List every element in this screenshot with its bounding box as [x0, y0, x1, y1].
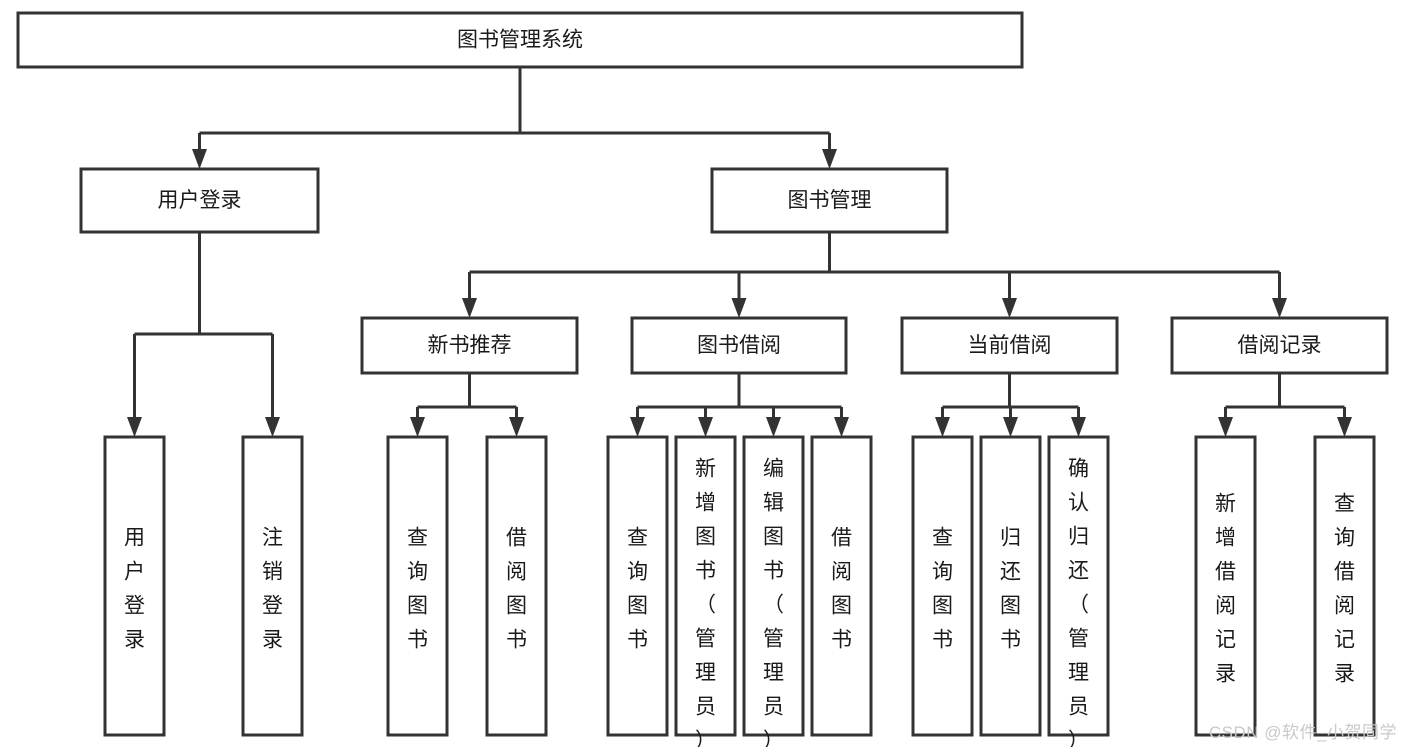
node-label-vertical: 用户登录 [124, 527, 145, 652]
node-l_nb_borrow[interactable]: 借阅图书 [485, 435, 548, 737]
node-n_records[interactable]: 借阅记录 [1170, 316, 1389, 375]
node-label-vertical: 借阅图书 [831, 527, 852, 652]
node-l_user_login[interactable]: 用户登录 [103, 435, 166, 737]
arrow-head-icon [462, 298, 477, 318]
arrow-head-icon [698, 417, 713, 437]
node-root[interactable]: 图书管理系统 [16, 11, 1024, 69]
node-label-vertical: 注销登录 [262, 527, 283, 652]
node-box[interactable] [360, 316, 579, 375]
node-n_current[interactable]: 当前借阅 [900, 316, 1119, 375]
node-label-vertical: 查询图书 [407, 527, 428, 652]
node-label-vertical: 新增借阅记录 [1215, 493, 1236, 686]
arrow-head-icon [822, 149, 837, 169]
node-box[interactable] [485, 435, 548, 737]
node-box[interactable] [606, 435, 669, 737]
node-box[interactable] [979, 435, 1042, 737]
node-l_nb_query[interactable]: 查询图书 [386, 435, 449, 737]
node-l_cb_confirm[interactable]: 确认归还（管理员） [1047, 435, 1110, 747]
arrow-head-icon [410, 417, 425, 437]
node-box[interactable] [1194, 435, 1257, 737]
node-label-vertical: 借阅图书 [506, 527, 527, 652]
arrow-head-icon [1272, 298, 1287, 318]
node-box[interactable] [1313, 435, 1376, 737]
node-box[interactable] [103, 435, 166, 737]
arrow-head-icon [1071, 417, 1086, 437]
arrow-head-icon [1218, 417, 1233, 437]
node-label: 图书管理系统 [457, 29, 583, 52]
arrow-head-icon [731, 298, 747, 318]
node-l_rec_add[interactable]: 新增借阅记录 [1194, 435, 1257, 737]
node-l_bb_edit[interactable]: 编辑图书（管理员） [742, 435, 805, 747]
node-n_user_login[interactable]: 用户登录 [79, 167, 320, 234]
node-box[interactable] [810, 435, 873, 737]
node-box[interactable] [1047, 435, 1110, 737]
arrow-head-icon [192, 149, 207, 169]
node-label-vertical: 归还图书 [1000, 527, 1021, 652]
node-label-vertical: 查询图书 [932, 527, 953, 652]
node-label-vertical: 查询借阅记录 [1334, 493, 1355, 686]
node-box[interactable] [79, 167, 320, 234]
arrow-head-icon [935, 417, 950, 437]
arrow-head-icon [265, 417, 280, 437]
node-label: 图书借阅 [697, 334, 781, 357]
node-box[interactable] [16, 11, 1024, 69]
arrow-head-icon [630, 417, 645, 437]
node-l_bb_borrow[interactable]: 借阅图书 [810, 435, 873, 737]
node-label: 借阅记录 [1238, 334, 1322, 357]
arrow-head-icon [1337, 417, 1352, 437]
node-layer: 图书管理系统用户登录图书管理新书推荐图书借阅当前借阅借阅记录用户登录注销登录查询… [16, 11, 1389, 747]
arrow-head-icon [834, 417, 849, 437]
node-label: 新书推荐 [428, 334, 512, 357]
node-box[interactable] [386, 435, 449, 737]
node-n_new_books[interactable]: 新书推荐 [360, 316, 579, 375]
node-l_bb_query[interactable]: 查询图书 [606, 435, 669, 737]
node-box[interactable] [742, 435, 805, 737]
node-label-vertical: 编辑图书（管理员） [763, 458, 784, 747]
node-n_book_mgmt[interactable]: 图书管理 [710, 167, 949, 234]
node-l_cb_query[interactable]: 查询图书 [911, 435, 974, 737]
node-label: 当前借阅 [968, 334, 1052, 357]
node-l_rec_query[interactable]: 查询借阅记录 [1313, 435, 1376, 737]
arrow-head-icon [509, 417, 524, 437]
connector-layer [127, 67, 1352, 437]
node-l_bb_add[interactable]: 新增图书（管理员） [674, 435, 737, 747]
node-box[interactable] [630, 316, 848, 375]
node-label-vertical: 查询图书 [627, 527, 648, 652]
node-box[interactable] [911, 435, 974, 737]
node-label: 用户登录 [158, 189, 242, 212]
node-box[interactable] [1170, 316, 1389, 375]
node-box[interactable] [674, 435, 737, 737]
node-box[interactable] [900, 316, 1119, 375]
arrow-head-icon [1002, 298, 1017, 318]
node-n_borrow[interactable]: 图书借阅 [630, 316, 848, 375]
arrow-head-icon [127, 417, 142, 437]
node-label-vertical: 确认归还（管理员） [1068, 458, 1089, 747]
node-l_cb_return[interactable]: 归还图书 [979, 435, 1042, 737]
node-label: 图书管理 [788, 189, 872, 212]
node-label-vertical: 新增图书（管理员） [695, 458, 716, 747]
node-box[interactable] [710, 167, 949, 234]
arrow-head-icon [1003, 417, 1018, 437]
arrow-head-icon [766, 417, 781, 437]
node-box[interactable] [241, 435, 304, 737]
node-l_logout[interactable]: 注销登录 [241, 435, 304, 737]
